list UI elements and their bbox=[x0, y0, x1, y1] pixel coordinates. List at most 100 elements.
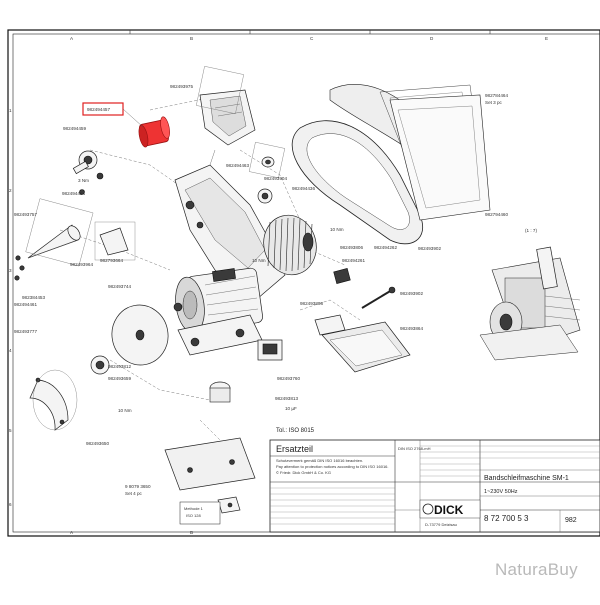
methode-line-2: ISO 128 bbox=[186, 513, 201, 518]
protection-line-3: © Friedr. Dick GmbH & Co. KG bbox=[276, 470, 331, 475]
part-label-27: 982493659 bbox=[108, 376, 131, 381]
highlighted-part-number: 982494457 bbox=[87, 107, 110, 112]
side-number-3: 3 bbox=[9, 268, 12, 273]
bushing-outline bbox=[248, 141, 286, 179]
part-label-10: 982493757 bbox=[14, 212, 37, 217]
tray-part bbox=[314, 314, 411, 373]
drawing-title: Bandschleifmaschine SM-1 bbox=[484, 475, 569, 482]
part-label-0: 982493975 bbox=[170, 84, 193, 89]
watermark-text: NaturaBuy bbox=[494, 560, 578, 579]
guard-outline bbox=[196, 66, 244, 114]
bottom-letter-a: A bbox=[70, 530, 74, 535]
switch-part bbox=[257, 339, 283, 361]
scale-note: (1 : 7) bbox=[525, 228, 537, 233]
grinding-disc-part bbox=[111, 304, 169, 366]
part-label-12: 982493964 bbox=[70, 262, 93, 267]
part-label-17: 982493812 bbox=[108, 364, 131, 369]
side-number-2: 2 bbox=[9, 188, 12, 193]
side-number-1: 1 bbox=[9, 108, 12, 113]
motor-part bbox=[173, 267, 263, 334]
cone-part bbox=[27, 224, 81, 259]
part-label-9: 982794460 bbox=[485, 212, 508, 217]
part-label-8: Set 3 pc bbox=[485, 100, 503, 105]
title-block: Tol.: ISO 8015 Ersatzteil Schutzverm bbox=[269, 428, 600, 533]
part-label-20: 982493808 bbox=[300, 301, 323, 306]
bushing-part bbox=[261, 156, 275, 168]
drawing-number: 8 72 700 5 3 bbox=[484, 514, 529, 523]
top-letter-b: B bbox=[190, 36, 193, 41]
part-label-29: 982493650 bbox=[86, 441, 109, 446]
top-letter-e: E bbox=[545, 36, 548, 41]
side-zone-numbers: 1 2 3 4 5 6 bbox=[9, 108, 12, 507]
clip-part bbox=[333, 268, 351, 284]
part-label-4: 982493904 bbox=[264, 176, 287, 181]
sheet-ref: 982 bbox=[565, 517, 577, 524]
part-labels: 982493975 982494459 982494463 982494454 … bbox=[14, 84, 508, 446]
assembled-view bbox=[479, 246, 581, 361]
part-label-18: 982493806 bbox=[340, 245, 363, 250]
cone-outline bbox=[25, 198, 94, 267]
adjustment-knob-part bbox=[72, 150, 104, 195]
side-number-4: 4 bbox=[9, 348, 12, 353]
capacitor-part bbox=[209, 381, 231, 403]
sanding-belt-part bbox=[291, 120, 423, 245]
methode-line-1: Methode 1 bbox=[184, 506, 204, 511]
brand-logo-text: DICK bbox=[434, 503, 464, 517]
part-label-15: 982494461 bbox=[14, 302, 37, 307]
part-label-23: 982493902 bbox=[400, 291, 423, 296]
base-plate-part bbox=[164, 437, 256, 491]
torque-note-3: 10 Nm bbox=[252, 258, 266, 263]
voltage-spec: 1~230V 50Hz bbox=[484, 489, 518, 495]
part-label-5: 982494436 bbox=[292, 186, 315, 191]
protection-line-1: Schutzvermerk gemäß DIN ISO 16016 beacht… bbox=[276, 458, 363, 463]
side-number-6: 6 bbox=[9, 502, 12, 507]
part-label-1: 982494459 bbox=[63, 126, 86, 131]
bracket-outline bbox=[94, 221, 136, 261]
part-label-16: 982493777 bbox=[14, 329, 37, 334]
part-label-21: 982494261 bbox=[342, 258, 365, 263]
part-label-22: 982494262 bbox=[374, 245, 397, 250]
contact-wheel-part bbox=[263, 214, 317, 276]
highlighted-part-label[interactable]: 982494457 bbox=[82, 102, 144, 128]
torque-note-2: 10 Nm bbox=[118, 408, 132, 413]
bottom-letter-b: B bbox=[190, 530, 193, 535]
brand-address: D-73779 Deizisau bbox=[425, 522, 457, 527]
part-label-2: 982494463 bbox=[226, 163, 249, 168]
bottom-left-part-note: 9 8079 3650 Set 4 pc bbox=[125, 484, 151, 496]
part-label-24: 982493864 bbox=[400, 326, 423, 331]
flange-part bbox=[90, 355, 110, 375]
part-label-14: 982493744 bbox=[108, 284, 131, 289]
capacitor-value: 10 µF bbox=[285, 406, 297, 411]
disc-cover-part bbox=[29, 377, 69, 431]
cover-outline bbox=[32, 369, 78, 431]
top-letter-a: A bbox=[70, 36, 74, 41]
outer-frame bbox=[7, 29, 600, 537]
torque-note-1: 10 Nm bbox=[330, 227, 344, 232]
bottom-part-number: 9 8079 3650 bbox=[125, 484, 151, 489]
part-label-25: 982493760 bbox=[277, 376, 300, 381]
gear-part bbox=[257, 188, 273, 204]
torque-note-0: 3 Nm bbox=[78, 178, 89, 183]
bottom-zone-letters: A B bbox=[70, 530, 193, 535]
top-letter-c: C bbox=[310, 36, 314, 41]
top-letter-d: D bbox=[430, 36, 434, 41]
main-frame-part bbox=[174, 149, 286, 306]
part-label-13: 982384453 bbox=[22, 295, 45, 300]
part-label-31: 982793664 bbox=[100, 258, 123, 263]
protection-line-2: Pay attention to protection notices acco… bbox=[276, 464, 389, 469]
highlighted-cylinder-part[interactable] bbox=[137, 116, 171, 148]
dick-logo: DICK D-73779 Deizisau bbox=[419, 499, 481, 527]
methode-block: Methode 1 ISO 128 bbox=[179, 501, 221, 525]
part-label-19: 982493902 bbox=[418, 246, 441, 251]
torque-notes: 3 Nm 10 Nm 10 Nm 10 Nm bbox=[78, 178, 344, 413]
belt-guard-part bbox=[389, 94, 491, 221]
left-screws bbox=[14, 255, 25, 281]
guard-cover-part bbox=[199, 89, 256, 146]
part-label-26: 982493813 bbox=[275, 396, 298, 401]
title-block-heading: Ersatzteil bbox=[276, 444, 313, 454]
bottom-part-set: Set 4 pc bbox=[125, 491, 143, 496]
iso-note: Tol.: ISO 8015 bbox=[276, 428, 315, 434]
top-zone-letters: A B C D E bbox=[70, 30, 548, 41]
